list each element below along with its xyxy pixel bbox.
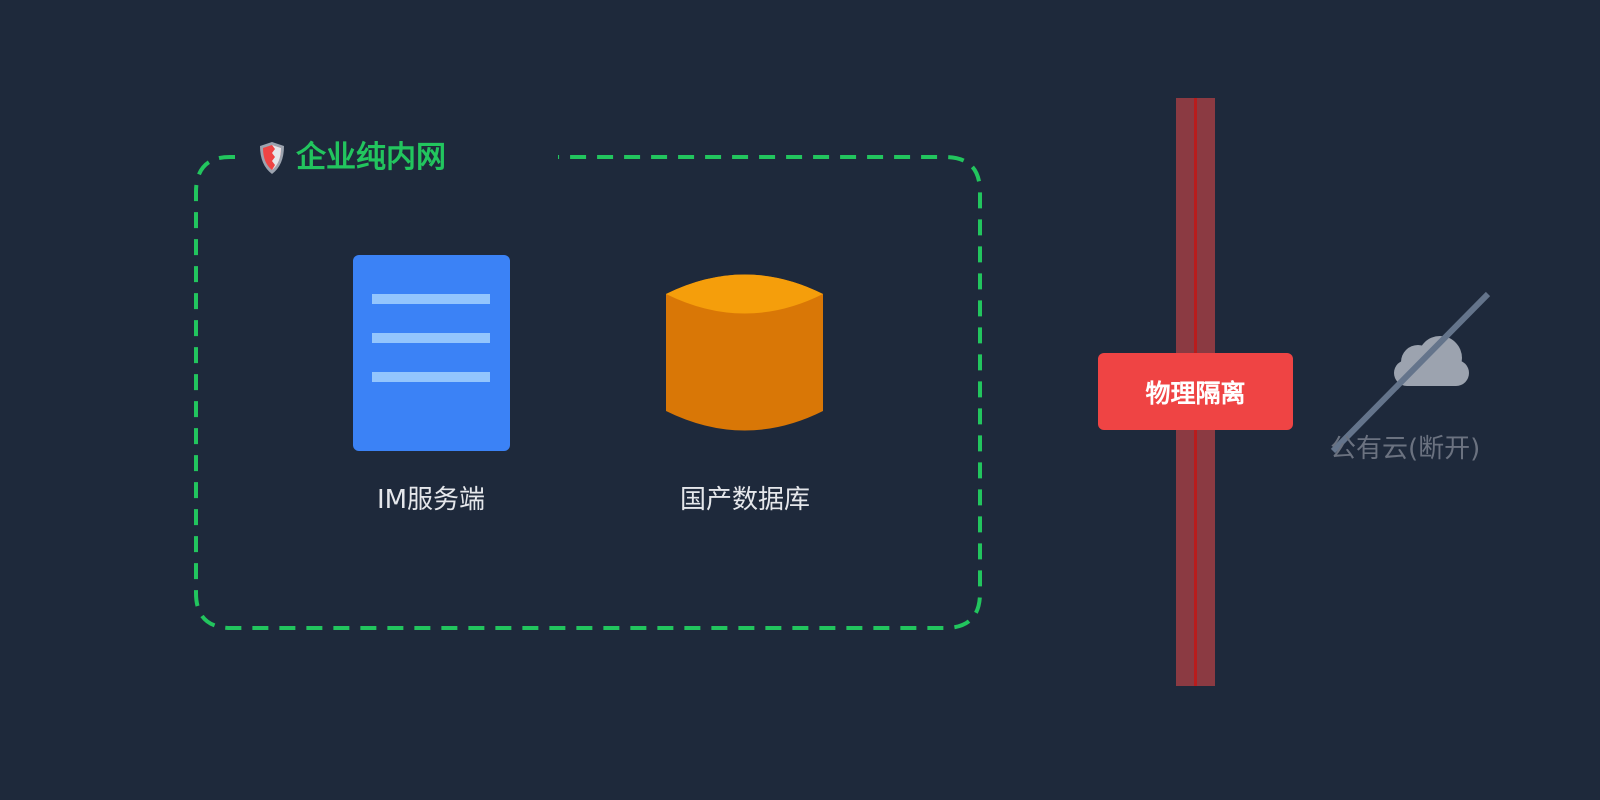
database-icon: [666, 274, 823, 431]
disconnect-slash: [1330, 291, 1491, 454]
isolation-label: 物理隔离: [1098, 353, 1293, 430]
shield-icon: [260, 142, 284, 174]
public-cloud-label: 公有云(断开): [1330, 434, 1481, 464]
intranet-zone-border: [194, 155, 982, 630]
server-label: IM服务端: [376, 485, 486, 515]
database-label: 国产数据库: [679, 485, 810, 515]
zone-title: 企业纯内网: [296, 140, 446, 175]
server-icon: [353, 255, 510, 451]
